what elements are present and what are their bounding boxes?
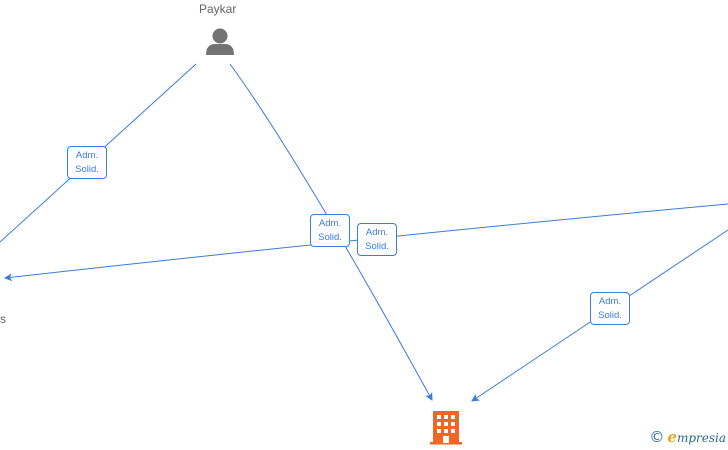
empresia-watermark: © empresia [649,428,726,446]
edge-badge-right-company: Adm. Solid. [590,292,630,325]
brand-rest: mpresia [676,431,726,445]
building-icon[interactable] [430,411,462,445]
edge-paykar-to-company [229,63,433,401]
edge-badge-line2: Solid. [598,310,622,321]
edge-badge-line1: Adm. [598,296,622,307]
edge-badge-line1: Adm. [75,150,99,161]
copyright-symbol: © [649,428,665,446]
edge-badge-right-left: Adm. Solid. [357,223,397,256]
edge-badge-line2: Solid. [365,241,389,252]
node-label-paykar[interactable]: Paykar [199,2,237,16]
edge-badge-paykar-company: Adm. Solid. [310,214,350,247]
edge-badge-line2: Solid. [318,232,342,243]
edge-badge-line1: Adm. [318,218,342,229]
node-label-left-partial[interactable]: s [0,312,6,326]
brand-name: empresia [667,428,726,446]
edge-badge-line1: Adm. [365,227,389,238]
brand-initial: e [667,428,677,446]
person-icon[interactable] [206,28,234,56]
edge-badge-paykar-left: Adm. Solid. [67,146,107,179]
edge-badge-line2: Solid. [75,164,99,175]
